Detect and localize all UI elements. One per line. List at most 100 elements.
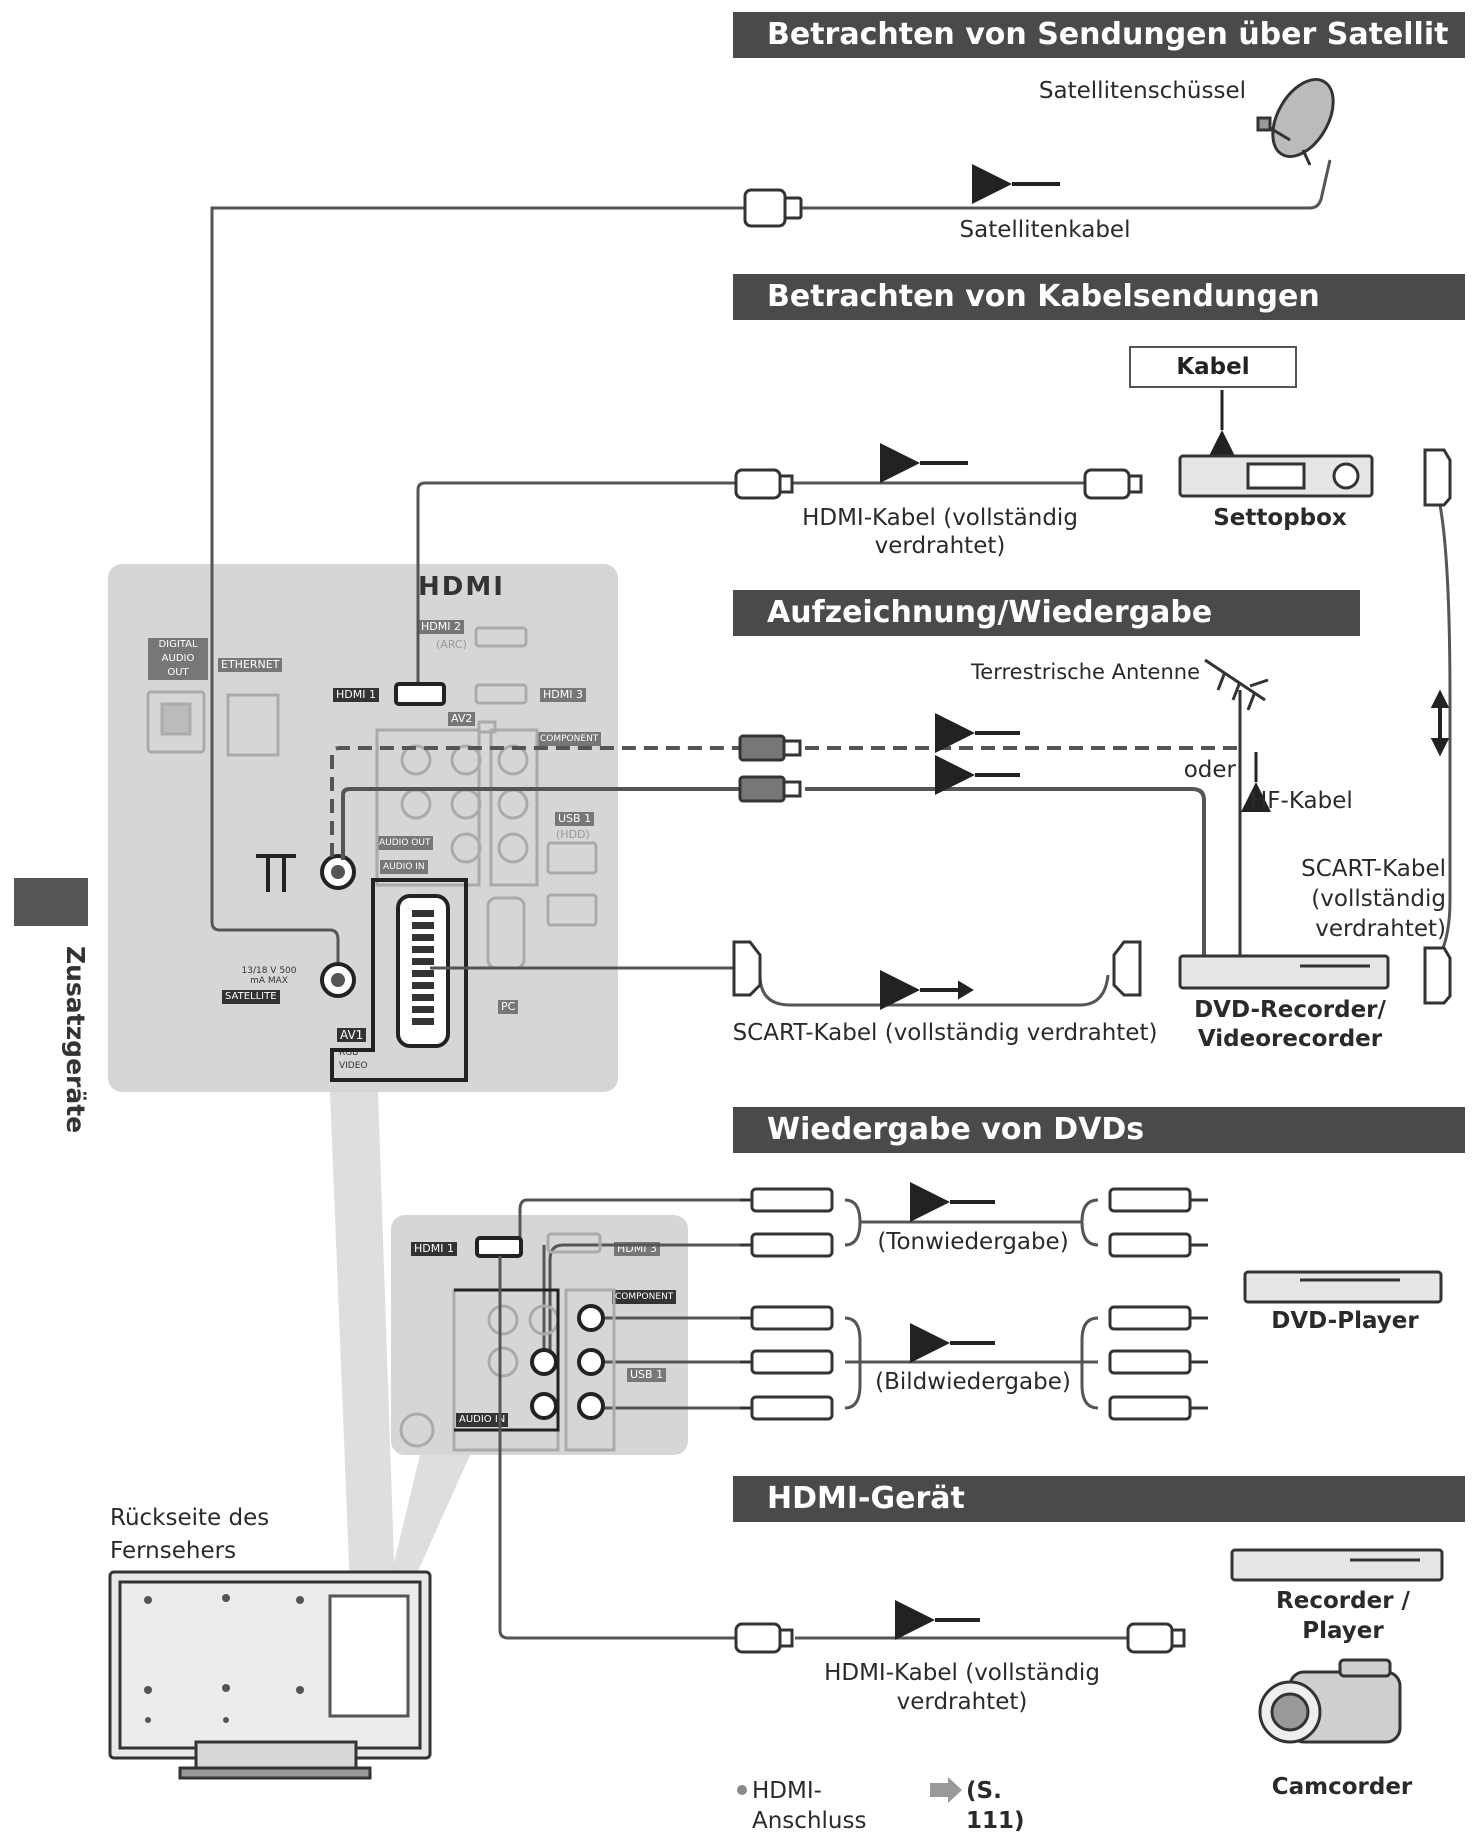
panel-rgb-label: RGB (339, 1048, 359, 1058)
label-hdmi-cable-1-line1: HDMI-Kabel (vollständig (802, 505, 1078, 531)
scart-plug-top (1423, 448, 1452, 507)
label-tv-back-line2: Fernsehers (110, 1538, 237, 1564)
panel-hdmi-logo: HDMI (418, 572, 505, 602)
panel-hdmi3-label: HDMI 3 (540, 688, 586, 702)
zoom-panel-ports (399, 1232, 616, 1452)
zoom-hdmi1-label: HDMI 1 (411, 1242, 457, 1256)
scart-plug-bottom (1423, 946, 1452, 1005)
label-dvd-player: DVD-Player (1271, 1308, 1419, 1334)
rca-cables-middle (844, 1198, 1099, 1410)
zoom-component-label: COMPONENT (612, 1290, 677, 1304)
rca-cables-tv-side (518, 1198, 740, 1410)
footer-arrow-icon (930, 1777, 962, 1803)
panel-hdd-label: (HDD) (556, 828, 590, 841)
rf-plug-dashed (738, 734, 786, 762)
section-cable: Betrachten von Kabelsendungen (733, 274, 1465, 320)
zoom-rca-ports (530, 1304, 605, 1420)
rf-plug-solid (738, 775, 786, 803)
antenna-symbol (256, 854, 296, 892)
hdmi1-port (394, 682, 446, 706)
zoom-wedge-1 (330, 1092, 395, 1590)
hdmi-plug-left-1 (734, 468, 794, 500)
satellite-cable (210, 159, 1332, 975)
side-tab-marker (14, 878, 88, 926)
label-tonwiedergabe: (Tonwiedergabe) (877, 1229, 1069, 1255)
label-satellite-dish: Satellitenschüssel (1038, 78, 1246, 104)
recorder-player-icon (1230, 1548, 1444, 1582)
section-dvd: Wiedergabe von DVDs (733, 1107, 1465, 1153)
label-bildwiedergabe: (Bildwiedergabe) (875, 1369, 1071, 1395)
panel-hdmi2-label: HDMI 2 (418, 620, 464, 634)
zoom-audio-in-label: AUDIO IN (456, 1413, 509, 1427)
panel-usb1-label: USB 1 (555, 812, 595, 826)
panel-audio-out-label: AUDIO OUT (376, 836, 434, 850)
panel-video-label: VIDEO (339, 1061, 368, 1071)
arrow-scart-bottom (880, 970, 974, 1010)
hdmi-plug-right-1 (1083, 468, 1143, 500)
hdmi-cable-1 (416, 481, 1085, 682)
footer-hdmi-ref-page[interactable]: (S. 111) (966, 1778, 1025, 1834)
label-scart-right-line2: (vollständig (1311, 886, 1446, 912)
hdmi-plug-right-2 (1126, 1622, 1186, 1654)
label-tv-back-line1: Rückseite des (110, 1505, 270, 1531)
label-scart-bottom: SCART-Kabel (vollständig verdrahtet) (732, 1020, 1158, 1046)
av1-bracket (330, 878, 468, 1082)
arrow-scart-vertical (1430, 689, 1450, 757)
rf-cable-antenna (330, 746, 1240, 857)
satellite-dish-icon (1256, 78, 1335, 166)
hdmi-plug-left-2 (734, 1622, 794, 1654)
scart-pins (412, 910, 434, 1025)
label-oder: oder (1183, 757, 1236, 783)
panel-ethernet-label: ETHERNET (218, 658, 283, 672)
panel-satellite-label: SATELLITE (222, 990, 280, 1004)
panel-sat-spec: 13/18 V 500 mA MAX (241, 966, 297, 986)
panel-av2-label: AV2 (448, 712, 476, 726)
label-kabel: Kabel (1129, 346, 1297, 388)
settopbox-icon (1178, 454, 1374, 498)
footer-hdmi-ref-text: HDMI-Anschluss (752, 1778, 867, 1834)
label-dvd-recorder-line1: DVD-Recorder/ (1194, 997, 1386, 1023)
scart-plug-left (732, 940, 762, 997)
terrestrial-antenna-icon (1204, 658, 1269, 955)
dvd-player-icon (1243, 1270, 1443, 1304)
scart-plug-right (1112, 940, 1142, 997)
footer-bullet (737, 1785, 747, 1795)
label-scart-right-line3: verdrahtet) (1315, 916, 1446, 942)
section-recording: Aufzeichnung/Wiedergabe (733, 590, 1360, 636)
label-terrestrial-antenna: Terrestrische Antenne (971, 660, 1200, 684)
panel-pc-label: PC (498, 1000, 519, 1014)
dvd-recorder-icon (1178, 954, 1390, 990)
panel-audio-in-label: AUDIO IN (380, 860, 428, 874)
label-camcorder: Camcorder (1271, 1774, 1413, 1800)
label-recorder-player: Recorder / Player (1276, 1588, 1410, 1644)
label-hdmi-cable-2-line1: HDMI-Kabel (vollständig (824, 1660, 1100, 1686)
label-hdmi-cable-2-line2: verdrahtet) (896, 1689, 1028, 1715)
f-connector (743, 188, 803, 228)
rca-plugs-right (1108, 1187, 1208, 1421)
zoom-hdmi1-port (475, 1236, 523, 1258)
label-rf-cable: HF-Kabel (1250, 788, 1353, 814)
panel-ports (146, 626, 598, 970)
zoom-wedge-2 (385, 1455, 470, 1600)
panel-arc-label: (ARC) (436, 638, 467, 651)
section-satellite: Betrachten von Sendungen über Satellit (733, 12, 1465, 58)
panel-av1-label: AV1 (337, 1028, 367, 1042)
panel-digital-audio-label: DIGITAL AUDIO OUT (148, 638, 208, 680)
side-tab-label: Zusatzgeräte (61, 946, 90, 1134)
tv-rear-icon (108, 1570, 432, 1780)
label-scart-right-line1: SCART-Kabel (1301, 856, 1446, 882)
label-settopbox: Settopbox (1213, 505, 1347, 531)
scart-cable-bottom (430, 966, 1110, 1007)
panel-component-label: COMPONENT (537, 732, 602, 746)
label-dvd-recorder-line2: Videorecorder (1197, 1026, 1383, 1052)
panel-hdmi1-label: HDMI 1 (333, 688, 379, 702)
section-hdmi: HDMI-Gerät (733, 1476, 1465, 1522)
tv-rear-screws (144, 1594, 304, 1723)
rf-cable-recorder (341, 787, 1206, 955)
hdmi-cable-2 (498, 1256, 1130, 1640)
zoom-usb1-label: USB 1 (627, 1368, 667, 1382)
rca-plugs-left (740, 1187, 834, 1421)
label-hdmi-cable-1-line2: verdrahtet) (874, 533, 1006, 559)
